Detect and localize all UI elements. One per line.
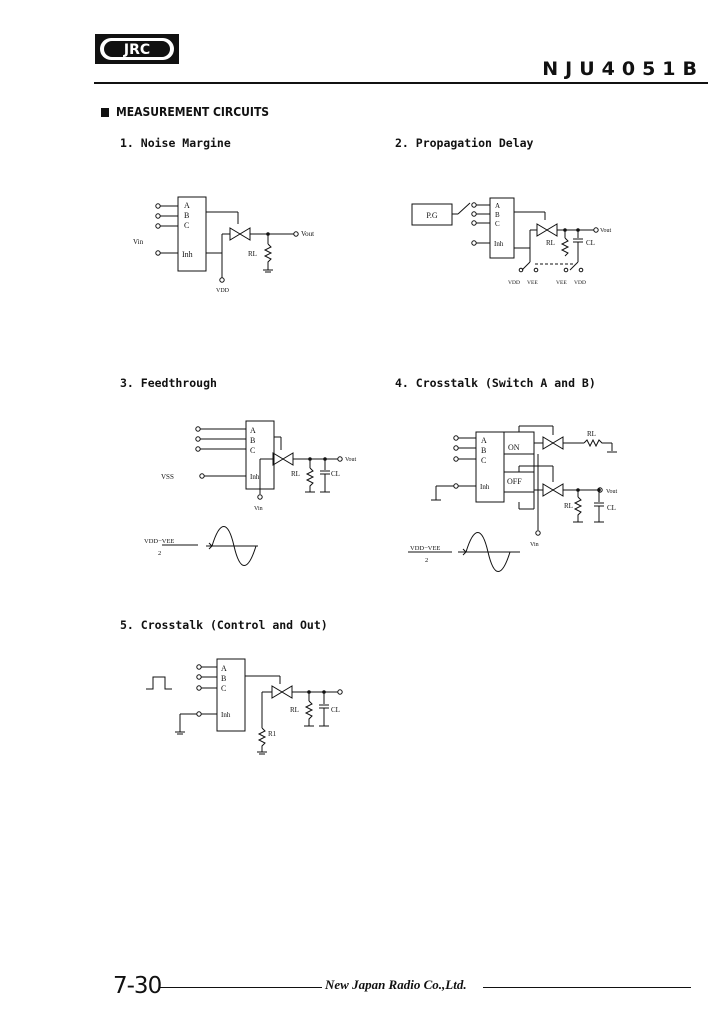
svg-text:Vin: Vin <box>530 542 539 548</box>
footer-rule-left <box>160 987 322 988</box>
svg-text:C: C <box>184 221 189 230</box>
svg-text:VDD: VDD <box>574 280 586 286</box>
svg-text:Inh: Inh <box>494 240 504 248</box>
svg-text:Vin: Vin <box>254 506 263 512</box>
svg-text:2: 2 <box>158 550 161 557</box>
svg-text:Vout: Vout <box>606 489 618 495</box>
svg-text:RL: RL <box>291 470 300 478</box>
svg-text:P.G: P.G <box>426 211 438 220</box>
header-rule <box>94 82 708 84</box>
svg-text:RL: RL <box>248 250 257 258</box>
svg-text:Vout: Vout <box>600 228 612 234</box>
svg-text:RL: RL <box>564 502 573 510</box>
svg-text:VDD−VEE: VDD−VEE <box>144 538 174 545</box>
svg-text:VDD: VDD <box>216 288 230 294</box>
part-number: NJU4051B <box>542 58 704 80</box>
svg-text:C: C <box>481 456 486 465</box>
caption-feedthrough: 3. Feedthrough <box>120 376 217 390</box>
company-name: New Japan Radio Co.,Ltd. <box>325 977 467 992</box>
svg-text:CL: CL <box>586 239 595 247</box>
svg-text:A: A <box>250 426 256 435</box>
svg-text:B: B <box>250 436 255 445</box>
caption-propagation-delay: 2. Propagation Delay <box>395 136 534 150</box>
jrc-logo: JRC <box>94 33 180 65</box>
svg-text:A: A <box>495 202 500 210</box>
svg-text:A: A <box>184 201 190 210</box>
caption-noise-margin: 1. Noise Margine <box>120 136 231 150</box>
section-title: MEASUREMENT CIRCUITS <box>101 105 269 119</box>
svg-text:C: C <box>250 446 255 455</box>
svg-text:B: B <box>184 211 189 220</box>
footer-rule-right <box>483 987 691 988</box>
svg-text:2: 2 <box>425 557 428 564</box>
svg-text:CL: CL <box>331 470 340 478</box>
svg-text:ON: ON <box>508 443 520 452</box>
page-number: 7-30 <box>113 973 162 999</box>
svg-text:Vin: Vin <box>133 238 144 246</box>
svg-text:A: A <box>221 664 227 673</box>
svg-text:A: A <box>481 436 487 445</box>
svg-text:VDD: VDD <box>508 280 520 286</box>
svg-text:Inh: Inh <box>221 711 231 719</box>
svg-text:JRC: JRC <box>123 42 150 58</box>
svg-text:CL: CL <box>607 504 616 512</box>
svg-text:OFF: OFF <box>507 477 522 486</box>
svg-text:VDD−VEE: VDD−VEE <box>410 545 440 552</box>
svg-text:VSS: VSS <box>161 473 174 481</box>
caption-crosstalk-control: 5. Crosstalk (Control and Out) <box>120 618 328 632</box>
svg-text:C: C <box>495 220 500 228</box>
svg-text:VEE: VEE <box>556 280 567 286</box>
svg-text:B: B <box>481 446 486 455</box>
svg-text:VEE: VEE <box>527 280 538 286</box>
bullet-square <box>101 108 109 117</box>
svg-text:B: B <box>221 674 226 683</box>
svg-text:Inh: Inh <box>480 483 490 491</box>
svg-text:R1: R1 <box>268 730 277 738</box>
svg-text:RL: RL <box>546 239 555 247</box>
svg-text:Inh: Inh <box>250 473 260 481</box>
svg-text:B: B <box>495 211 500 219</box>
svg-text:C: C <box>221 684 226 693</box>
svg-text:Vout: Vout <box>345 457 357 463</box>
svg-text:Vout: Vout <box>301 230 314 238</box>
caption-crosstalk-switch: 4. Crosstalk (Switch A and B) <box>395 376 596 390</box>
svg-text:RL: RL <box>587 430 596 438</box>
svg-text:Inh: Inh <box>182 250 193 259</box>
svg-text:RL: RL <box>290 706 299 714</box>
svg-text:CL: CL <box>331 706 340 714</box>
